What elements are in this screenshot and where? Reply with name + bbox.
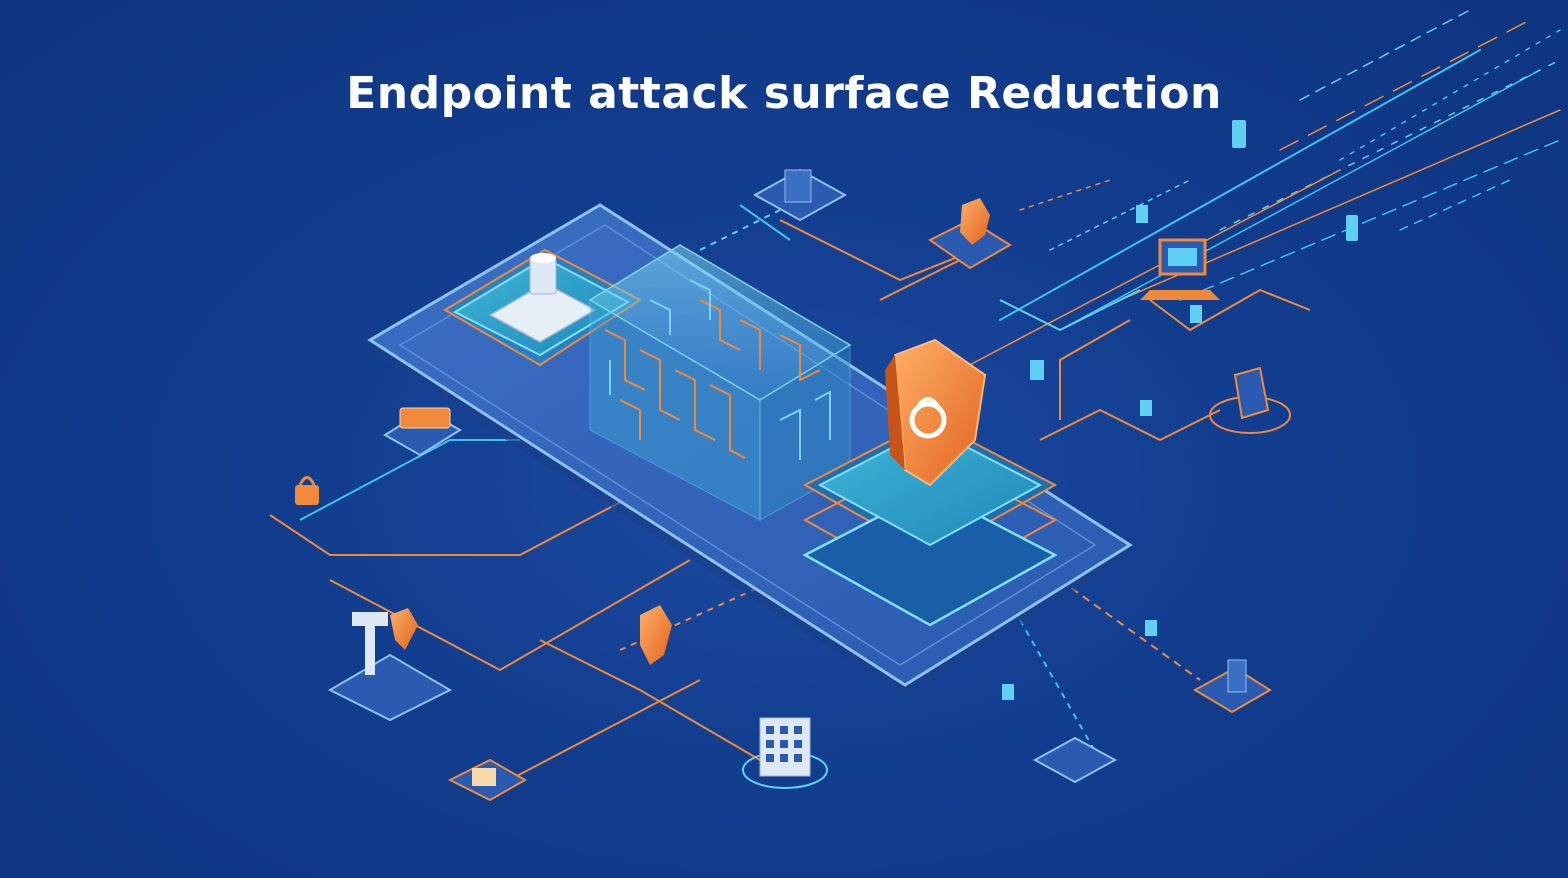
monitor-icon	[1032, 659, 1272, 784]
server-icon	[1002, 120, 1358, 700]
monitor-icon	[752, 168, 848, 222]
endpoint-module-left	[443, 248, 642, 367]
server-building-icon	[742, 717, 828, 789]
padlock-shield-icon	[885, 338, 987, 487]
document-icon	[640, 605, 672, 665]
padlock-icon	[295, 476, 319, 505]
microchip-icon	[447, 758, 528, 802]
endpoint-module-right	[802, 418, 1058, 627]
usb-drive-icon	[1209, 366, 1291, 434]
laptop-icon	[1140, 238, 1220, 300]
hard-drive-icon	[383, 407, 462, 457]
data-stream-lines	[959, 9, 1561, 371]
circuit-traces	[269, 204, 1311, 791]
hammer-icon	[327, 608, 453, 722]
shield-icon	[928, 198, 1012, 270]
page-title: Endpoint attack surface Reduction	[346, 68, 1222, 119]
